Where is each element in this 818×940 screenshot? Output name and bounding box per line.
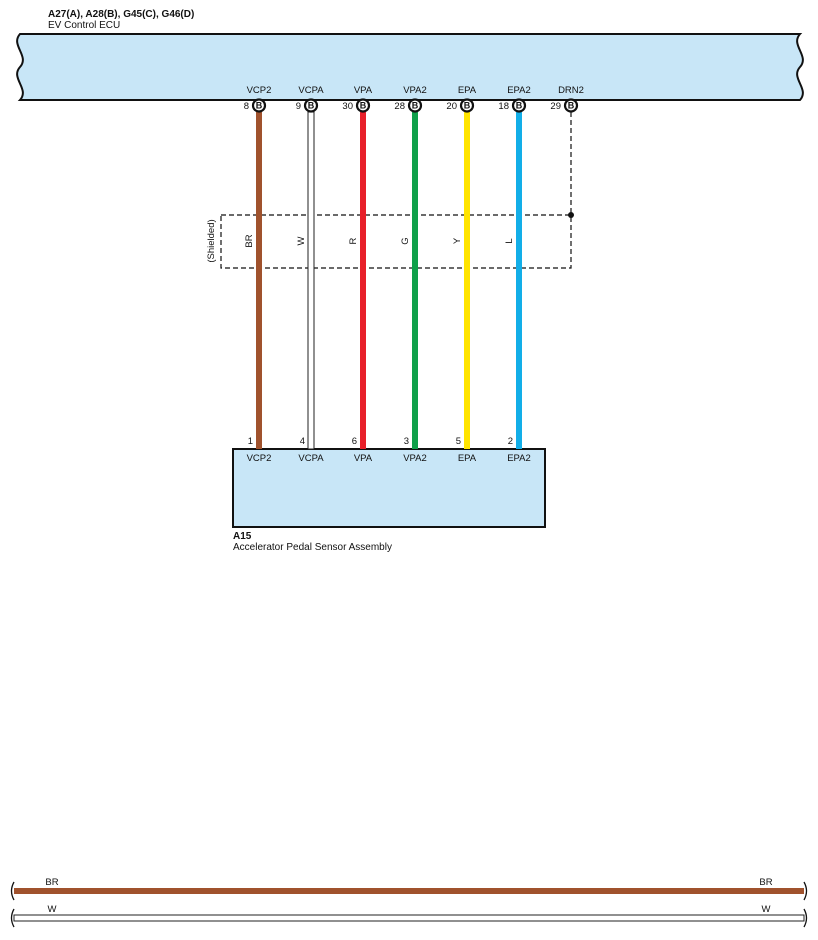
break-mark bbox=[10, 908, 15, 928]
ecu-pin-label: VPA bbox=[354, 85, 373, 96]
sensor-pin-label: VCP2 bbox=[247, 453, 272, 464]
ecu-pin-label: VPA2 bbox=[403, 85, 427, 96]
connector-terminal bbox=[355, 98, 371, 113]
harness-color-label: BR bbox=[45, 877, 58, 888]
ecu-pin-number: 20 bbox=[446, 101, 457, 112]
connector-id: B bbox=[360, 101, 367, 111]
sensor-pin-number: 5 bbox=[456, 436, 461, 447]
drain-junction bbox=[568, 212, 574, 218]
sensor-pin-label: VPA2 bbox=[403, 453, 427, 464]
bottom-harness: BR BR W W bbox=[10, 877, 808, 928]
ecu-name: EV Control ECU bbox=[48, 20, 120, 31]
sensor-pin-number: 6 bbox=[352, 436, 357, 447]
shield-box bbox=[220, 214, 572, 269]
connector-terminal bbox=[407, 98, 423, 113]
sensor-pin-number: 3 bbox=[404, 436, 409, 447]
ecu-pin-label: EPA bbox=[458, 85, 477, 96]
ecu-pin-number: 30 bbox=[342, 101, 353, 112]
wire-w bbox=[307, 111, 315, 450]
harness-color-label: BR bbox=[759, 877, 772, 888]
ecu-pin-label: EPA2 bbox=[507, 85, 531, 96]
wire-color-label: Y bbox=[452, 237, 463, 244]
harness-wire-w bbox=[13, 914, 805, 922]
shield-label: (Shielded) bbox=[206, 219, 217, 262]
wire-color-label: BR bbox=[244, 234, 255, 247]
sensor-name: Accelerator Pedal Sensor Assembly bbox=[233, 542, 392, 553]
break-mark bbox=[803, 908, 808, 928]
connector-id: B bbox=[464, 101, 471, 111]
sensor-pin-number: 2 bbox=[508, 436, 513, 447]
ecu-pin-number: 29 bbox=[550, 101, 561, 112]
ecu-pin-number: 18 bbox=[498, 101, 509, 112]
wire-color-label: W bbox=[296, 236, 307, 245]
break-mark bbox=[10, 881, 15, 901]
ecu-pin-label: VCP2 bbox=[247, 85, 272, 96]
wire-color-label: G bbox=[400, 237, 411, 244]
ecu-pin-number: 8 bbox=[244, 101, 249, 112]
connector-terminal bbox=[511, 98, 527, 113]
harness-color-label: W bbox=[762, 904, 771, 915]
sensor-pin-label: VCPA bbox=[298, 453, 324, 464]
connector-terminal bbox=[303, 98, 319, 113]
sensor-body bbox=[232, 448, 546, 528]
sensor-pin-number: 4 bbox=[300, 436, 305, 447]
drain-group: DRN2 29 B bbox=[550, 85, 584, 218]
ecu-connector-codes: A27(A), A28(B), G45(C), G46(D) bbox=[48, 9, 194, 20]
wire-color-label: L bbox=[504, 238, 515, 243]
sensor-pin-label: EPA2 bbox=[507, 453, 531, 464]
connector-id: B bbox=[308, 101, 315, 111]
ecu-body bbox=[16, 33, 804, 101]
connector-id: B bbox=[412, 101, 419, 111]
wire-color-label: R bbox=[348, 237, 359, 244]
sensor-pin-number: 1 bbox=[248, 436, 253, 447]
sensor-pin-label: VPA bbox=[354, 453, 373, 464]
harness-color-label: W bbox=[48, 904, 57, 915]
ecu-pin-label: VCPA bbox=[298, 85, 324, 96]
connector-terminal bbox=[459, 98, 475, 113]
connector-id: B bbox=[516, 101, 523, 111]
ecu-pin-label: DRN2 bbox=[558, 85, 584, 96]
break-mark bbox=[803, 881, 808, 901]
sensor-pin-label: EPA bbox=[458, 453, 477, 464]
ecu-pin-number: 9 bbox=[296, 101, 301, 112]
sensor-code: A15 bbox=[233, 531, 252, 542]
connector-id: B bbox=[568, 101, 575, 111]
connector-terminal bbox=[563, 98, 579, 113]
ecu-pin-number: 28 bbox=[394, 101, 405, 112]
connector-id: B bbox=[256, 101, 263, 111]
connector-terminal bbox=[251, 98, 267, 113]
